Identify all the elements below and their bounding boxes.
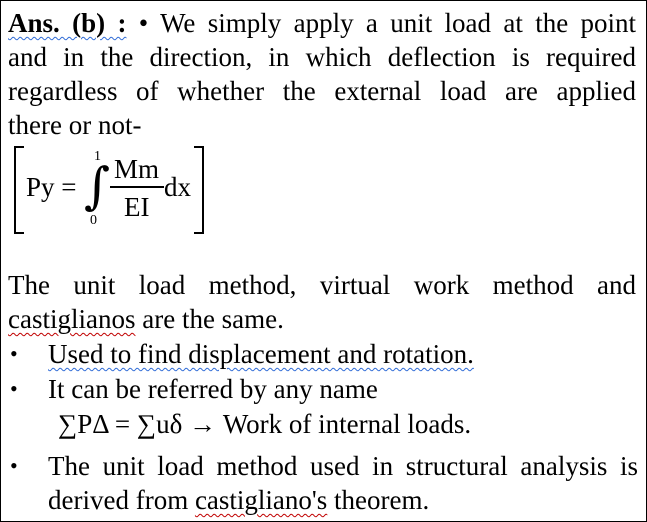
formula-lhs: Py =	[26, 172, 77, 202]
answer-line-3: regardless of whether the external load …	[8, 76, 636, 106]
list-item-formula: ∑PΔ = ∑uδ → Work of internal loads.	[58, 409, 472, 439]
answer-line-4: there or not-	[8, 110, 142, 140]
list-item-text-line-2: derived from castigliano's theorem.	[48, 483, 638, 517]
summary-line-2-rest: are the same.	[135, 304, 284, 334]
fraction-bar	[110, 186, 164, 188]
summary-paragraph: The unit load method, virtual work metho…	[8, 268, 636, 336]
list-item-prefix: derived from	[48, 485, 195, 515]
fraction-numerator: Mm	[114, 154, 160, 184]
formula-dx: dx	[164, 172, 191, 202]
summary-word: castiglianos	[8, 304, 136, 334]
list-item-text: Used to find displacement and rotation.	[48, 339, 474, 369]
left-bracket	[14, 146, 24, 234]
bullet-icon: •	[10, 453, 18, 478]
summary-line-1: The unit load method, virtual work metho…	[8, 270, 636, 300]
answer-line-1: Ans. (b) : • We simply apply a unit load…	[8, 6, 636, 40]
answer-line-1-text: We simply apply a unit load at the point	[160, 8, 637, 38]
bullet-icon: •	[10, 341, 18, 366]
bullet-icon: •	[138, 8, 149, 38]
integral-upper-limit: 1	[94, 149, 101, 164]
answer-line-2: and in the direction, in which deflectio…	[8, 42, 636, 72]
summary-line-2: castiglianos are the same.	[8, 302, 636, 336]
bullet-icon: •	[10, 376, 18, 401]
answer-label: Ans. (b) :	[8, 8, 127, 38]
list-item-text: It can be referred by any name	[48, 374, 378, 404]
answer-paragraph: Ans. (b) : • We simply apply a unit load…	[8, 6, 636, 142]
formula: Py = ∫ 1 0 Mm EI dx	[14, 146, 204, 234]
fraction-denominator: EI	[124, 192, 150, 222]
list-item-text-line-1: The unit load method used in structural …	[48, 451, 638, 481]
list-item-suffix: theorem.	[327, 485, 430, 515]
integral-lower-limit: 0	[90, 213, 97, 228]
list-item-word: castigliano's	[194, 485, 328, 515]
integral-symbol: ∫	[84, 157, 111, 215]
right-bracket	[194, 146, 204, 234]
